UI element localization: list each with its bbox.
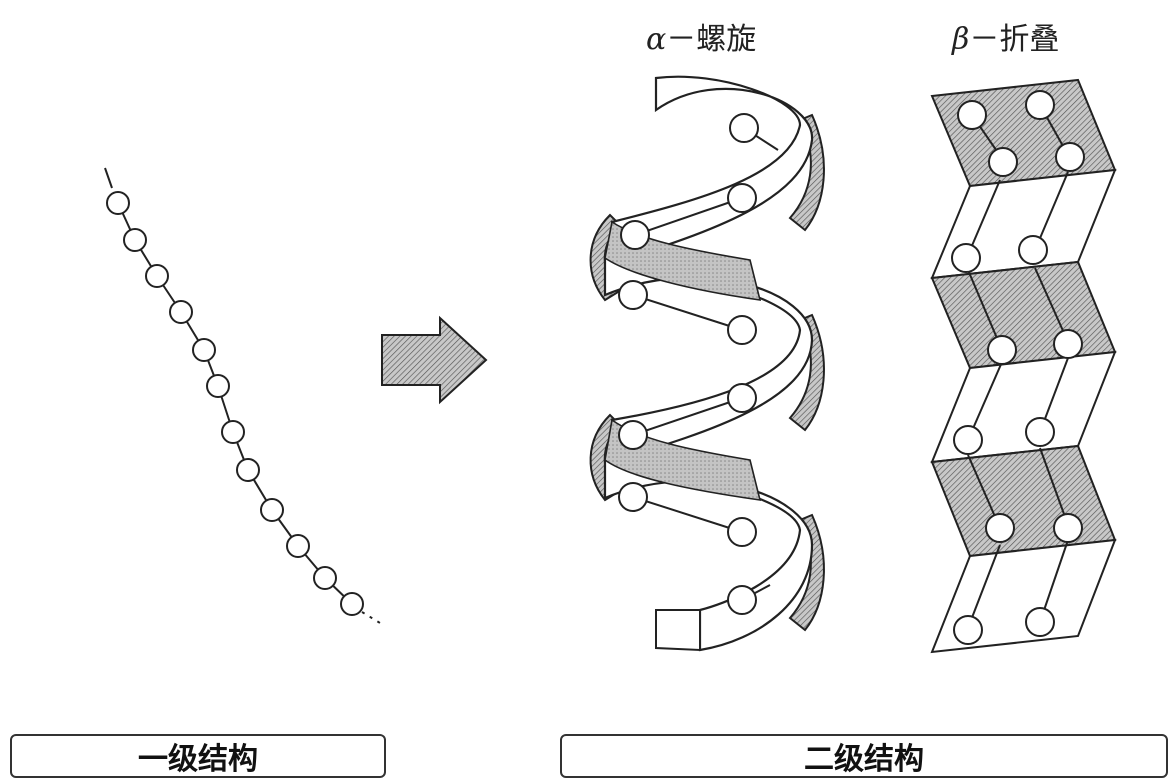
helix-residue <box>727 585 757 615</box>
beta-sheet-title-text: －折叠 <box>969 22 1060 57</box>
helix-bond <box>634 197 743 236</box>
beta-sheet-title: β－折叠 <box>952 14 1059 58</box>
primary-structure-label: 一级结构 <box>10 734 386 778</box>
beta-bond <box>1034 171 1069 251</box>
beta-residue <box>953 425 983 455</box>
alpha-symbol: α <box>646 22 667 57</box>
beta-panel <box>930 78 1117 188</box>
helix-residue <box>727 517 757 547</box>
hatched-right-arrow-icon <box>381 315 488 405</box>
helix-residue <box>729 113 759 143</box>
helix-residue <box>620 220 650 250</box>
beta-residue <box>1025 607 1055 637</box>
beta-bond <box>1034 267 1069 343</box>
alpha-helix-title: α－螺旋 <box>646 14 756 58</box>
beta-residue <box>1025 90 1055 120</box>
helix-back-strand <box>788 113 825 232</box>
amino-acid-bead <box>123 228 147 252</box>
beta-residue <box>951 243 981 273</box>
amino-acid-bead <box>260 498 284 522</box>
amino-acid-bead <box>145 264 169 288</box>
primary-structure-chain <box>104 167 386 627</box>
helix-bond <box>632 496 743 533</box>
beta-residue <box>957 100 987 130</box>
helix-residue <box>727 183 757 213</box>
helix-back-strand <box>788 313 825 432</box>
beta-panel <box>930 260 1117 370</box>
chain-bond <box>104 167 113 189</box>
beta-bond <box>967 544 1001 629</box>
beta-pleated-sheet <box>930 78 1117 654</box>
alpha-helix-title-text: －螺旋 <box>666 22 757 57</box>
beta-residue <box>1053 329 1083 359</box>
beta-panel <box>930 444 1117 558</box>
beta-bond <box>967 179 1001 256</box>
helix-residue <box>618 420 648 450</box>
amino-acid-bead <box>221 420 245 444</box>
amino-acid-bead <box>206 374 230 398</box>
helix-residue <box>727 315 757 345</box>
helix-residue <box>727 383 757 413</box>
helix-residue <box>618 482 648 512</box>
amino-acid-bead <box>106 191 130 215</box>
beta-residue <box>988 147 1018 177</box>
helix-residue <box>618 280 648 310</box>
beta-residue <box>985 513 1015 543</box>
secondary-structure-label: 二级结构 <box>560 734 1168 778</box>
helix-front-band <box>655 609 701 652</box>
amino-acid-bead <box>313 566 337 590</box>
beta-residue <box>1025 417 1055 447</box>
beta-residue <box>987 335 1017 365</box>
amino-acid-bead <box>236 458 260 482</box>
beta-residue <box>1018 235 1048 265</box>
beta-bond <box>1039 447 1069 526</box>
chain-bond <box>361 611 386 627</box>
helix-bond <box>632 397 743 436</box>
amino-acid-bead <box>192 338 216 362</box>
beta-residue <box>1055 142 1085 172</box>
beta-residue <box>1053 513 1083 543</box>
amino-acid-bead <box>169 300 193 324</box>
helix-bond <box>632 294 743 331</box>
beta-residue <box>953 615 983 645</box>
amino-acid-bead <box>340 592 364 616</box>
amino-acid-bead <box>286 534 310 558</box>
alpha-helix-ribbon <box>589 75 825 652</box>
beta-symbol: β <box>952 22 970 57</box>
